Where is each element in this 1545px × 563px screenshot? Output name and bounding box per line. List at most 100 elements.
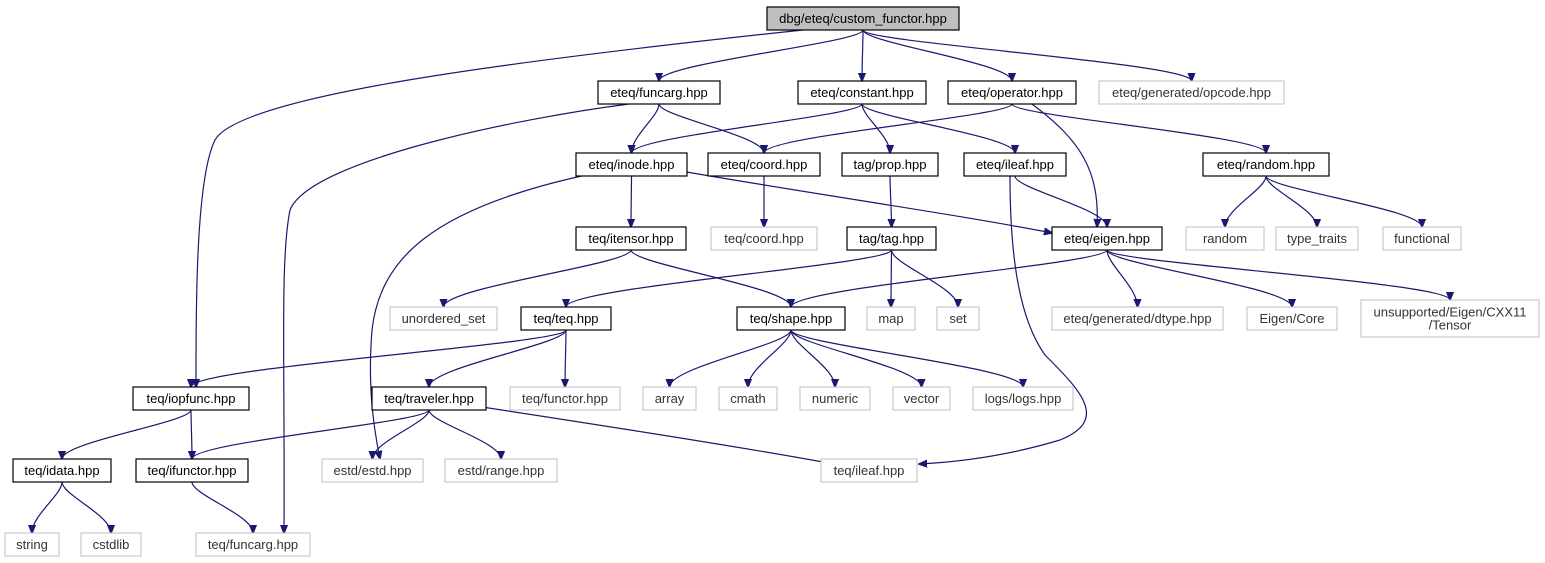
node-constant[interactable]: eteq/constant.hpp [797,80,927,105]
node-iopfunc[interactable]: teq/iopfunc.hpp [132,386,250,411]
node-teq_functor[interactable]: teq/functor.hpp [509,386,621,411]
edge-funcarg-to-coord [658,103,764,153]
node-label-teq: teq/teq.hpp [533,311,598,326]
node-functional[interactable]: functional [1382,226,1462,251]
edge-traveler-to-range [428,409,501,459]
node-cstdlib[interactable]: cstdlib [80,532,142,557]
edge-inode-to-itensor [631,175,632,227]
node-shape[interactable]: teq/shape.hpp [736,306,846,331]
edge-constant-to-inode [632,103,863,153]
edge-root-to-iopfunc [196,29,804,387]
node-label-teq_ileaf: teq/ileaf.hpp [834,463,905,478]
node-random_hpp[interactable]: eteq/random.hpp [1202,152,1330,177]
node-operator[interactable]: eteq/operator.hpp [947,80,1077,105]
edge-operator-to-eigen [1031,103,1097,227]
node-opcode[interactable]: eteq/generated/opcode.hpp [1098,80,1285,105]
node-inode[interactable]: eteq/inode.hpp [575,152,688,177]
node-teq_ileaf[interactable]: teq/ileaf.hpp [820,458,918,483]
node-label-dtype: eteq/generated/dtype.hpp [1063,311,1211,326]
node-box-opcode [1098,80,1285,105]
edge-shape-to-logs [790,329,1023,387]
edge-eigen-to-shape [791,249,1108,307]
node-label-random: random [1203,231,1247,246]
node-label-cmath: cmath [730,391,765,406]
node-label-tensor: unsupported/Eigen/CXX11/Tensor [1374,305,1527,333]
node-label-array: array [655,391,685,406]
node-tag[interactable]: tag/tag.hpp [846,226,937,251]
edge-iopfunc-to-idata [62,409,192,459]
node-tensor[interactable]: unsupported/Eigen/CXX11/Tensor [1360,299,1540,338]
nodes-layer: dbg/eteq/custom_functor.hpp eteq/funcarg.… [4,6,1540,557]
node-box-tag [846,226,937,251]
node-label-logs: logs/logs.hpp [985,391,1062,406]
node-eigen[interactable]: eteq/eigen.hpp [1051,226,1163,251]
edge-ileaf-to-eigen [1014,175,1107,227]
node-label-ifunctor: teq/ifunctor.hpp [148,463,237,478]
node-ifunctor[interactable]: teq/ifunctor.hpp [135,458,249,483]
node-coord[interactable]: eteq/coord.hpp [707,152,821,177]
node-string[interactable]: string [4,532,60,557]
node-box-teq [520,306,612,331]
node-idata[interactable]: teq/idata.hpp [12,458,112,483]
node-range[interactable]: estd/range.hpp [444,458,558,483]
edge-itensor-to-unordered_set [444,249,632,307]
node-cmath[interactable]: cmath [718,386,778,411]
node-box-map [866,306,916,331]
node-label-numeric: numeric [812,391,859,406]
node-teq[interactable]: teq/teq.hpp [520,306,612,331]
node-label-idata: teq/idata.hpp [24,463,99,478]
node-label-string: string [16,537,48,552]
edge-traveler-to-estd [373,409,430,459]
node-label-ileaf: eteq/ileaf.hpp [976,157,1054,172]
node-box-ileaf [963,152,1067,177]
node-box-set [936,306,980,331]
node-array[interactable]: array [642,386,697,411]
node-box-unordered_set [389,306,498,331]
node-label-vector: vector [904,391,940,406]
node-box-string [4,532,60,557]
node-box-iopfunc [132,386,250,411]
node-teq_funcarg[interactable]: teq/funcarg.hpp [195,532,311,557]
node-label-teq_funcarg: teq/funcarg.hpp [208,537,298,552]
node-eigencore[interactable]: Eigen/Core [1246,306,1338,331]
edge-iopfunc-to-ifunctor [191,409,192,459]
node-funcarg[interactable]: eteq/funcarg.hpp [597,80,721,105]
edge-traveler-to-ifunctor [192,409,430,459]
node-random[interactable]: random [1185,226,1265,251]
node-teq_coord[interactable]: teq/coord.hpp [710,226,818,251]
node-estd[interactable]: estd/estd.hpp [321,458,424,483]
node-ileaf[interactable]: eteq/ileaf.hpp [963,152,1067,177]
node-unordered_set[interactable]: unordered_set [389,306,498,331]
edge-shape-to-vector [790,329,922,387]
node-label-constant: eteq/constant.hpp [810,85,913,100]
node-box-type_traits [1275,226,1359,251]
node-vector[interactable]: vector [892,386,951,411]
node-box-traveler [371,386,487,411]
edge-operator-to-coord [764,103,1013,153]
node-label-root: dbg/eteq/custom_functor.hpp [779,11,947,26]
node-map[interactable]: map [866,306,916,331]
node-dtype[interactable]: eteq/generated/dtype.hpp [1051,306,1224,331]
node-label-teq_coord: teq/coord.hpp [724,231,804,246]
node-box-funcarg [597,80,721,105]
node-label-type_traits: type_traits [1287,231,1347,246]
node-box-operator [947,80,1077,105]
node-root[interactable]: dbg/eteq/custom_functor.hpp [766,6,960,31]
node-label-prop: tag/prop.hpp [853,157,926,172]
node-box-range [444,458,558,483]
node-itensor[interactable]: teq/itensor.hpp [575,226,687,251]
edge-eigen-to-tensor [1106,249,1450,300]
node-logs[interactable]: logs/logs.hpp [972,386,1074,411]
node-set[interactable]: set [936,306,980,331]
node-traveler[interactable]: teq/traveler.hpp [371,386,487,411]
node-box-ifunctor [135,458,249,483]
edge-root-to-funcarg [659,29,864,81]
node-box-random [1185,226,1265,251]
node-label-teq_functor: teq/functor.hpp [522,391,608,406]
node-label-random_hpp: eteq/random.hpp [1217,157,1315,172]
edge-random_hpp-to-random [1225,175,1267,227]
node-numeric[interactable]: numeric [799,386,871,411]
node-prop[interactable]: tag/prop.hpp [841,152,939,177]
node-type_traits[interactable]: type_traits [1275,226,1359,251]
edge-constant-to-ileaf [861,103,1015,153]
